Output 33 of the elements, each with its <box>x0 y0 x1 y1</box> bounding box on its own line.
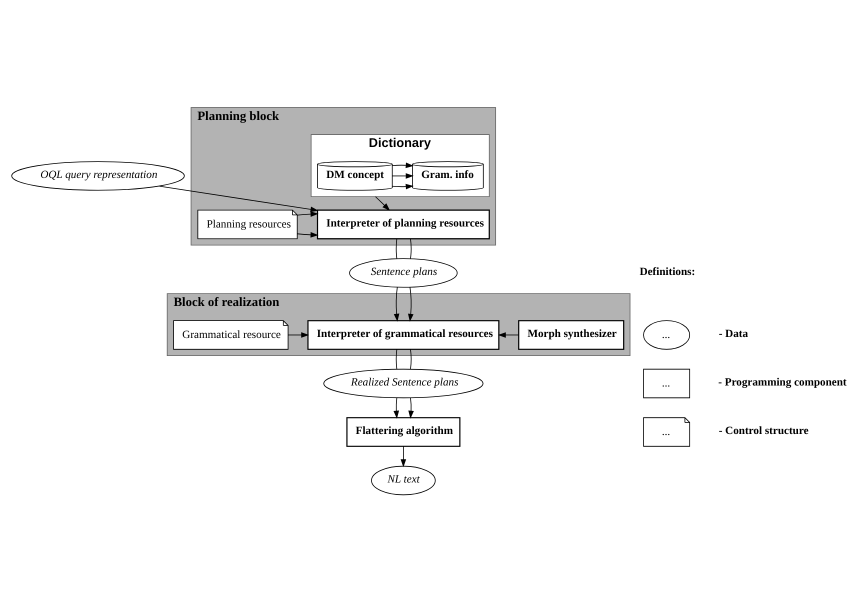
arrow <box>392 184 414 190</box>
node-box: Interpreter of grammatical resources <box>307 320 500 350</box>
arrow <box>408 286 414 322</box>
arrow <box>394 397 400 419</box>
connector <box>396 348 398 370</box>
legend-label: - Control structure <box>718 425 809 438</box>
arrow <box>394 287 400 322</box>
legend-label: - Data <box>718 328 748 340</box>
node-box: Morph synthesizer <box>518 320 624 350</box>
arrow <box>297 211 319 217</box>
connector <box>396 238 398 259</box>
arrow <box>297 232 319 238</box>
node-ellipse: OQL query representation <box>11 161 185 191</box>
connector <box>410 348 412 370</box>
arrow <box>288 332 310 338</box>
node-box: Flattering algorithm <box>346 417 460 447</box>
arrow <box>400 446 406 468</box>
arrow <box>392 173 414 179</box>
label: ... <box>662 377 670 390</box>
label: ... <box>662 328 670 341</box>
arrow <box>375 196 390 211</box>
node-box: Interpreter of planning resources <box>316 210 490 240</box>
arrow <box>392 162 414 168</box>
node-ellipse: Sentence plans <box>349 258 458 288</box>
arrow <box>158 186 318 212</box>
node-ellipse: Realized Sentence plans <box>323 368 484 398</box>
arrow <box>408 397 414 419</box>
arrow <box>498 332 519 338</box>
label: Definitions: <box>640 266 696 278</box>
node-ellipse: NL text <box>371 466 436 496</box>
legend-label: - Programming component <box>718 376 847 389</box>
label: ... <box>662 426 670 438</box>
connector <box>410 238 412 259</box>
